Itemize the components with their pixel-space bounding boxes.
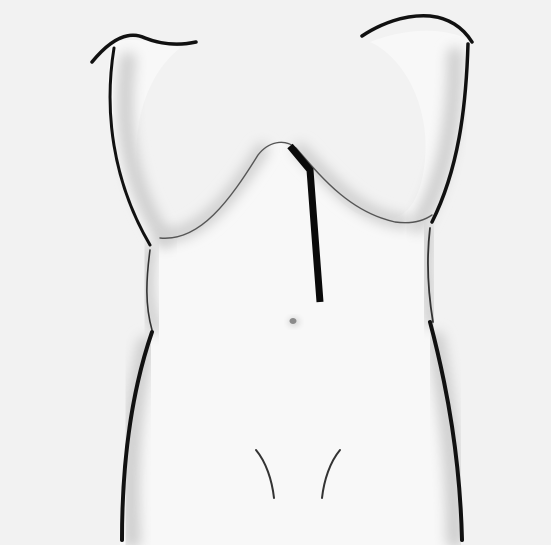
umbilicus bbox=[288, 317, 300, 327]
